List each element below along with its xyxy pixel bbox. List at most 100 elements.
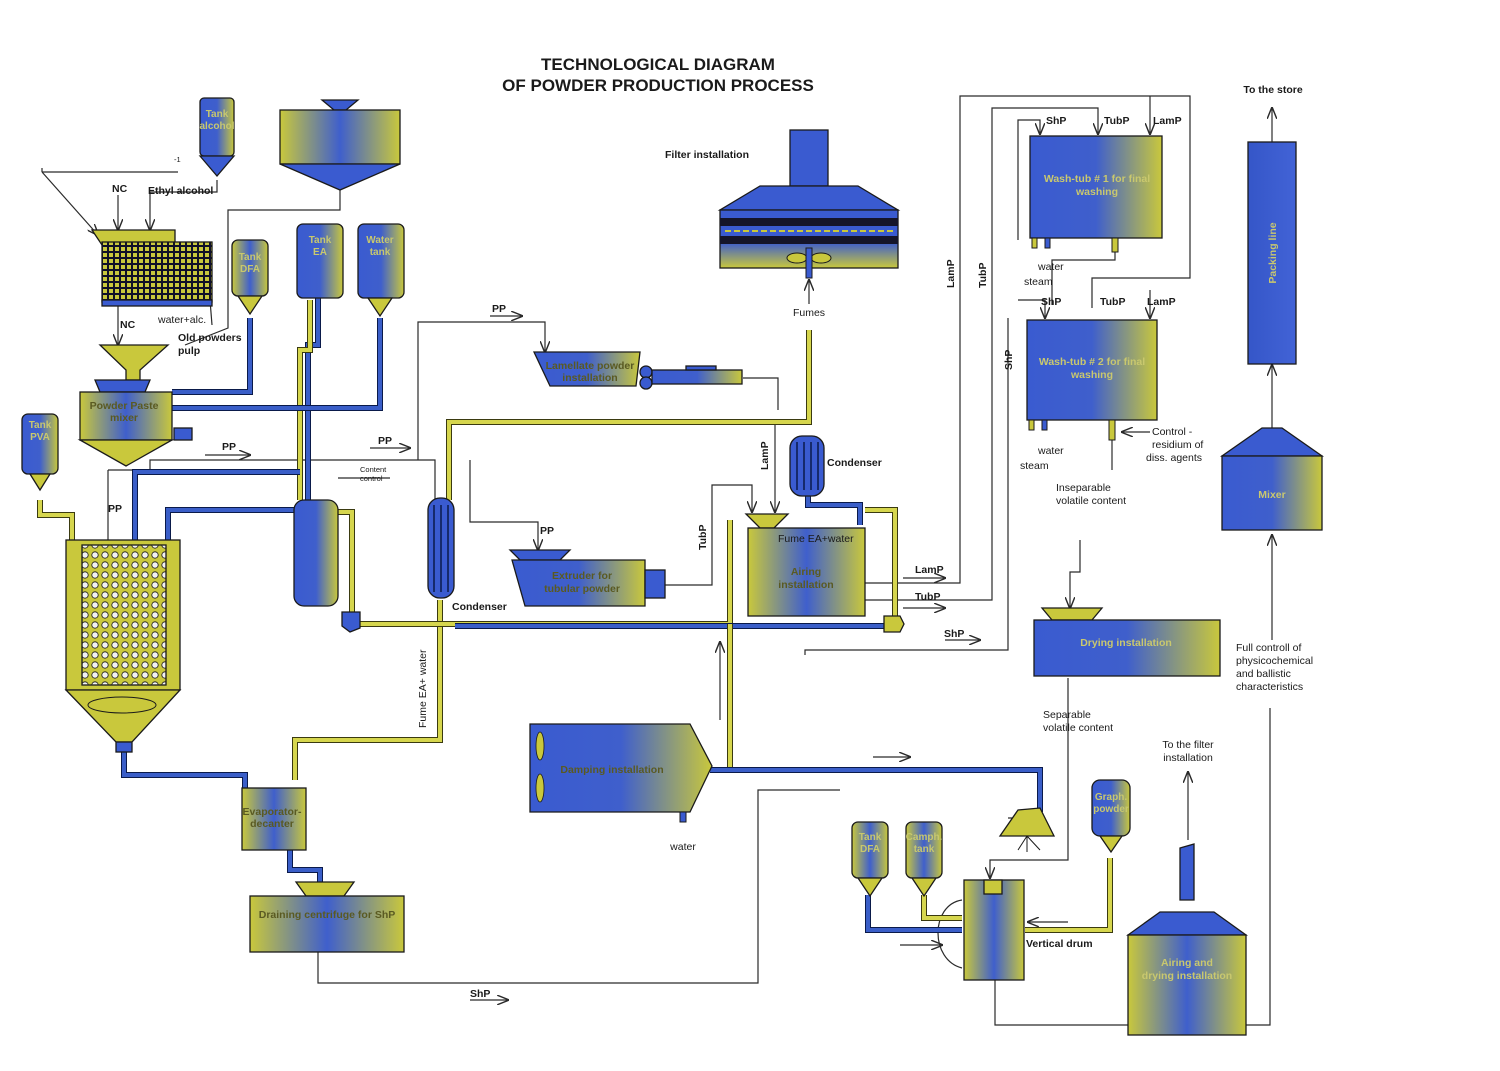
labels: Filter installation Fumes NC Ethyl alcoh…: [112, 84, 1313, 950]
paste-mixer-label-1: Powder Paste: [90, 400, 159, 412]
main-reactor: [64, 539, 182, 753]
wash-tub-1: Wash-tub # 1 for final washing: [1029, 135, 1163, 253]
tank-alcohol-label-2: alcohol: [199, 121, 234, 132]
flow-lamp-4: LamP: [1153, 115, 1182, 127]
nitrocellulose-grid-vessel: [90, 229, 213, 307]
flow-pp-1: PP: [108, 503, 122, 515]
drying-label: Drying installation: [1080, 637, 1172, 649]
control-residium-label-2: residium of: [1152, 439, 1203, 451]
airing-installation: Airing installation: [744, 513, 905, 633]
wash-tub-2: Wash-tub # 2 for final washing: [1026, 319, 1158, 441]
steam-1-label: steam: [1024, 276, 1053, 288]
flow-tags: PP PP PP PP PP LamP LamP LamP LamP LamP …: [108, 115, 1182, 1000]
separable-label-2: volatile content: [1043, 722, 1113, 734]
tank-pva-label-1: Tank: [29, 420, 52, 431]
control-residium-label-1: Control -: [1152, 426, 1193, 438]
airing-drying-installation: Airing and drying installation: [1125, 843, 1249, 1036]
water-1-label: water: [1037, 261, 1064, 273]
fume-ea-water-label: Fume EA+water: [778, 533, 854, 545]
airing-drying-label-1: Airing and: [1161, 957, 1213, 969]
tank-ea-label-1: Tank: [309, 235, 332, 246]
thick-pipes: [37, 298, 1113, 933]
old-powders-label-2: pulp: [178, 345, 200, 357]
tank-ea: Tank EA: [296, 223, 344, 299]
flow-lamp-5: LamP: [1147, 296, 1176, 308]
airing-drying-label-2: drying installation: [1142, 970, 1232, 982]
full-control-label-4: characteristics: [1236, 681, 1303, 693]
mixer-label: Mixer: [1258, 489, 1285, 501]
extruder-label-2: tubular powder: [544, 583, 620, 595]
washtub1-label-2: washing: [1075, 186, 1118, 198]
airing-label-1: Airing: [791, 566, 821, 578]
flow-tubp-1: TubP: [697, 525, 709, 550]
tank-alcohol: Tank alcohol: [198, 97, 236, 178]
nc-mid-label: NC: [120, 319, 136, 331]
to-the-store-label: To the store: [1243, 84, 1302, 96]
flow-pp-4: PP: [492, 303, 506, 315]
graph-powder-tank: Graph. powder: [1091, 779, 1131, 854]
tank-dfa-top-label-1: Tank: [239, 252, 262, 263]
tank-dfa-top: Tank DFA: [231, 239, 269, 316]
damping-label: Damping installation: [560, 764, 663, 776]
drying-installation: Drying installation: [1033, 607, 1221, 677]
filter-installation: [717, 129, 901, 279]
flow-tubp-5: TubP: [1100, 296, 1125, 308]
water-tank: Water tank: [357, 223, 405, 318]
full-control-label-2: physicochemical: [1236, 655, 1313, 667]
washtub2-label-1: Wash-tub # 2 for final: [1039, 356, 1145, 368]
tank-dfa-bottom: Tank DFA: [851, 821, 889, 898]
graph-powder-label-1: Graph.: [1095, 792, 1127, 803]
flow-tubp-2: TubP: [915, 591, 940, 603]
condenser-right: [789, 435, 825, 497]
flow-pp-3: PP: [378, 435, 392, 447]
flow-shp-5: ShP: [470, 988, 490, 1000]
flow-shp-3: ShP: [1046, 115, 1066, 127]
flow-lamp-3: LamP: [945, 259, 957, 288]
lamellate-label-2: installation: [562, 372, 617, 384]
water-tank-label-2: tank: [370, 247, 391, 258]
flow-tubp-3: TubP: [977, 263, 989, 288]
to-filter-label-2: installation: [1163, 752, 1213, 764]
washtub2-label-2: washing: [1070, 369, 1113, 381]
tank-ea-label-2: EA: [313, 247, 327, 258]
old-powders-funnel: [98, 344, 170, 381]
to-filter-label-1: To the filter: [1162, 739, 1214, 751]
flow-shp-4: ShP: [1041, 296, 1061, 308]
washtub1-label-1: Wash-tub # 1 for final: [1044, 173, 1150, 185]
ethyl-alcohol-label: Ethyl alcohol: [148, 185, 213, 197]
full-control-label-3: and ballistic: [1236, 668, 1291, 680]
condenser-right-label: Condenser: [827, 457, 882, 469]
vertical-drum-label: Vertical drum: [1026, 938, 1093, 950]
draining-label: Draining centrifuge for ShP: [259, 909, 396, 921]
paste-mixer-label-2: mixer: [110, 412, 138, 424]
packing-line-label: Packing line: [1267, 222, 1279, 283]
flow-shp-1: ShP: [944, 628, 964, 640]
process-lines: [41, 95, 1272, 1026]
camph-tank-label-1: Camph.: [906, 832, 943, 843]
draining-centrifuge: Draining centrifuge for ShP: [249, 881, 405, 953]
fumes-label: Fumes: [793, 307, 825, 319]
tank-pva-label-2: PVA: [30, 432, 50, 443]
graph-powder-label-2: powder: [1093, 804, 1129, 815]
content-control-label-1: Content: [360, 465, 387, 474]
flow-tubp-4: TubP: [1104, 115, 1129, 127]
content-control-column: [293, 499, 361, 633]
minus-one-label: -1: [174, 155, 181, 164]
flow-lamp-2: LamP: [915, 564, 944, 576]
lamellate-label-1: Lamellate powder: [546, 360, 635, 372]
tank-dfa-top-label-2: DFA: [240, 264, 260, 275]
old-powders-label-1: Old powders: [178, 332, 242, 344]
evaporator-label-2: decanter: [250, 818, 294, 830]
vertical-drum: [963, 879, 1025, 981]
camph-tank: Camph. tank: [905, 821, 943, 898]
water-tank-label-1: Water: [366, 235, 394, 246]
tank-dfa-bottom-label-2: DFA: [860, 844, 880, 855]
fume-ea-water-vertical-label: Fume EA+ water: [417, 649, 429, 728]
condenser-left: [427, 497, 455, 599]
evaporator-decanter: Evaporator- decanter: [241, 787, 307, 851]
inseparable-label-1: Inseparable: [1056, 482, 1111, 494]
inseparable-label-2: volatile content: [1056, 495, 1126, 507]
tank-dfa-bottom-label-1: Tank: [859, 832, 882, 843]
diagram-title-line2: OF POWDER PRODUCTION PROCESS: [502, 76, 814, 95]
